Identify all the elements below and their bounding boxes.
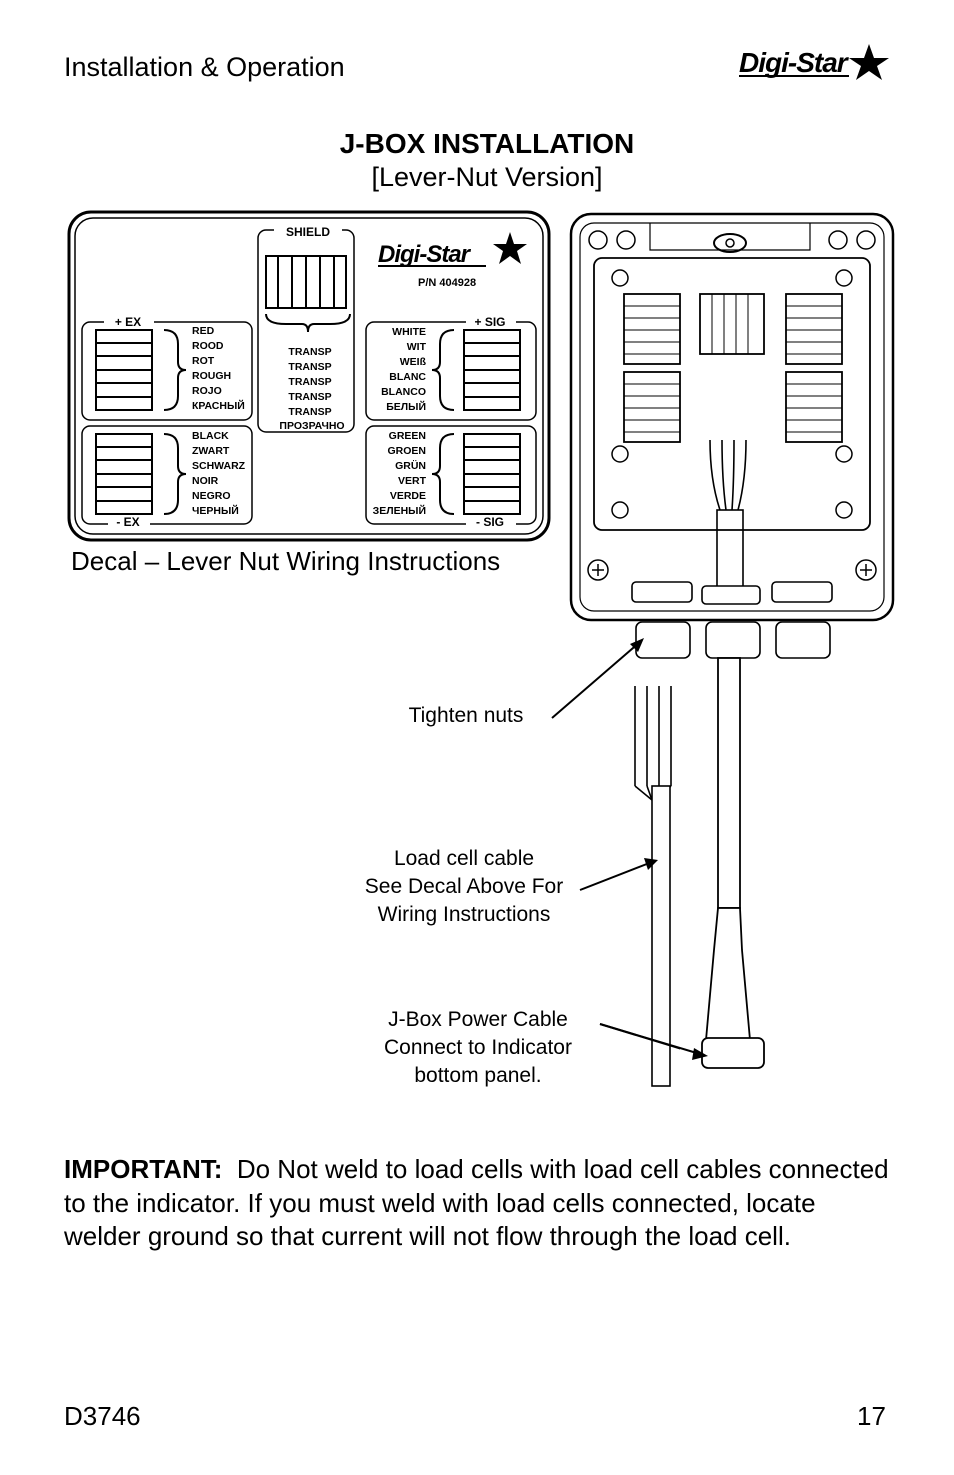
svg-text:WEIß: WEIß [400, 356, 427, 368]
doc-number: D3746 [64, 1401, 141, 1431]
power-cable-arrow [599, 1023, 708, 1060]
svg-text:ROUGH: ROUGH [192, 370, 231, 382]
svg-text:ROT: ROT [192, 355, 215, 367]
page-title: J-BOX INSTALLATION [339, 128, 635, 159]
svg-text:BLANC: BLANC [389, 371, 426, 383]
svg-text:BLACK: BLACK [192, 430, 229, 442]
logo-text: Digi-Star [739, 47, 850, 78]
svg-text:БЕЛЫЙ: БЕЛЫЙ [386, 400, 426, 413]
svg-text:TRANSP: TRANSP [288, 361, 331, 373]
power-cable-label: J-Box Power Cable Connect to Indicator b… [384, 1008, 572, 1087]
page-subtitle: [Lever-Nut Version] [371, 162, 603, 192]
shield-label: SHIELD [286, 225, 330, 239]
jbox-illustration [569, 212, 895, 1087]
cable-gland [631, 581, 833, 659]
svg-text:TRANSP: TRANSP [288, 376, 331, 388]
svg-text:КРАСНЫЙ: КРАСНЫЙ [192, 399, 245, 412]
tighten-nuts-label: Tighten nuts [408, 704, 524, 727]
shield-block: SHIELD TRANSP TRANSP TRANSP TRANSP TRANS… [257, 224, 355, 433]
svg-text:ЧЕРНЫЙ: ЧЕРНЫЙ [192, 504, 239, 517]
page-number: 17 [857, 1401, 886, 1431]
svg-text:WHITE: WHITE [392, 326, 426, 338]
svg-text:TRANSP: TRANSP [288, 406, 331, 418]
svg-text:ROJO: ROJO [192, 385, 222, 397]
part-number: P/N 404928 [418, 277, 476, 289]
ex-plus-block: + EX RED ROOD ROT ROUGH ROJO КРАСНЫЙ [81, 314, 253, 421]
sig-minus-block: - SIG GREEN GROEN GRÜN VERT VERDE ЗЕЛЕНЫ… [365, 425, 537, 529]
header-title: Installation & Operation [64, 52, 345, 82]
svg-text:- SIG: - SIG [476, 515, 504, 529]
decal-caption: Decal – Lever Nut Wiring Instructions [71, 546, 501, 576]
sig-plus-block: + SIG WHITE WIT WEIß BLANC BLANCO БЕЛЫЙ [365, 314, 537, 421]
screw-icon [587, 230, 877, 581]
load-cell-cable-label: Load cell cable See Decal Above For Wiri… [364, 847, 564, 926]
lever-nut-blocks [623, 293, 843, 443]
ex-minus-block: - EX BLACK ZWART SCHWARZ NOIR NEGRO ЧЕРН… [81, 425, 253, 529]
svg-text:SCHWARZ: SCHWARZ [192, 460, 246, 472]
svg-text:BLANCO: BLANCO [381, 386, 426, 398]
svg-text:GREEN: GREEN [389, 430, 426, 442]
svg-text:ПРОЗРАЧНО: ПРОЗРАЧНО [279, 420, 344, 432]
brand-logo: Digi-Star [737, 40, 897, 85]
svg-text:+ SIG: + SIG [474, 315, 505, 329]
svg-text:TRANSP: TRANSP [288, 391, 331, 403]
svg-text:NOIR: NOIR [192, 475, 219, 487]
wiring-decal: Digi-Star P/N 404928 SHIELD TRANSP TRANS… [67, 210, 551, 542]
decal-logo: Digi-Star [378, 232, 527, 268]
star-icon [493, 232, 527, 264]
svg-text:WIT: WIT [407, 341, 427, 353]
svg-text:NEGRO: NEGRO [192, 490, 231, 502]
svg-text:ROOD: ROOD [192, 340, 224, 352]
svg-text:VERDE: VERDE [390, 490, 426, 502]
svg-text:VERT: VERT [398, 475, 427, 487]
svg-text:Digi-Star: Digi-Star [378, 241, 472, 268]
logo-graphic: Digi-Star [739, 44, 889, 80]
important-lead: IMPORTANT: [64, 1154, 223, 1184]
svg-text:ZWART: ZWART [192, 445, 230, 457]
svg-text:TRANSP: TRANSP [288, 346, 331, 358]
important-note: IMPORTANT: Do Not weld to load cells wit… [64, 1153, 894, 1254]
svg-text:+ EX: + EX [115, 315, 141, 329]
star-icon [849, 44, 889, 80]
svg-text:GRÜN: GRÜN [395, 459, 426, 472]
important-text: Do Not weld to load cells with load cell… [64, 1154, 889, 1251]
svg-text:RED: RED [192, 325, 215, 337]
svg-text:- EX: - EX [116, 515, 139, 529]
svg-text:ЗЕЛЕНЫЙ: ЗЕЛЕНЫЙ [373, 504, 426, 517]
svg-text:GROEN: GROEN [387, 445, 426, 457]
